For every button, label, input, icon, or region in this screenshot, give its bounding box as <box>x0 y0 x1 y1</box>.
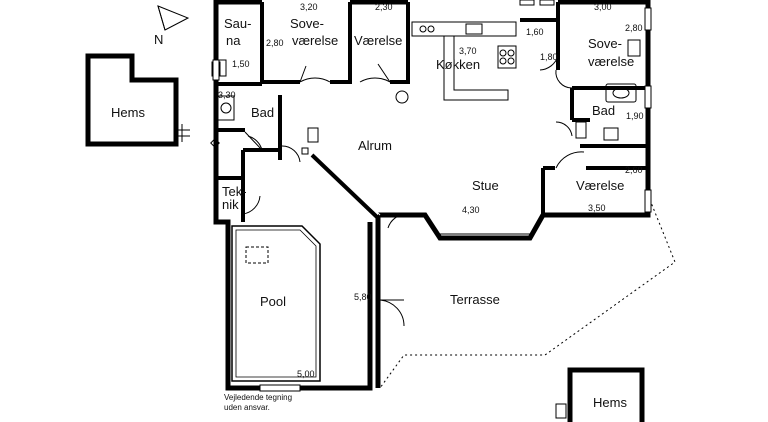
dim-bad-left-w: 3,30 <box>218 90 236 100</box>
room-vaerelse-right-label: Værelse <box>576 178 624 193</box>
dim-pool-w: 5,00 <box>297 369 315 379</box>
room-sauna-label-1: Sau- <box>224 16 251 31</box>
terrace-outline <box>379 194 676 389</box>
north-arrow-icon <box>157 5 190 31</box>
bathroom-fixtures <box>217 39 641 143</box>
stair-icon <box>210 61 309 155</box>
kitchen-counter <box>411 21 517 101</box>
dim-vaerelse-top-w: 2,30 <box>375 2 393 12</box>
room-koekken-label: Køkken <box>436 57 480 72</box>
room-sove-right-label-2: værelse <box>588 54 634 69</box>
room-bad-left-label: Bad <box>251 105 274 120</box>
exterior-walls <box>213 0 651 391</box>
room-vaerelse-top-label: Værelse <box>354 33 402 48</box>
dim-koekken-w: 3,70 <box>459 46 477 56</box>
door-swings <box>242 50 585 327</box>
dim-sove-right-h: 2,80 <box>625 23 643 33</box>
dim-sove-left-h: 2,80 <box>266 38 284 48</box>
room-sove-left-label-1: Sove- <box>290 16 324 31</box>
glass-wall-diagonal <box>310 151 381 220</box>
dim-sauna-h: 1,50 <box>232 59 250 69</box>
room-alrum-label: Alrum <box>358 138 392 153</box>
room-hems-right-label: Hems <box>593 395 627 410</box>
room-teknik-label-1: Tek- <box>222 184 247 199</box>
dim-bad-right-h: 1,90 <box>626 111 644 121</box>
room-sove-left-label-2: værelse <box>292 33 338 48</box>
room-pool-label: Pool <box>260 294 286 309</box>
room-stue-label: Stue <box>472 178 499 193</box>
dim-vaerelse-right-h: 2,60 <box>625 165 643 175</box>
windows <box>212 0 652 392</box>
room-bad-right-label: Bad <box>592 103 615 118</box>
pool-basin <box>231 225 321 382</box>
north-label: N <box>154 32 163 47</box>
terrace-glazing <box>371 222 530 386</box>
dim-sove-right-w: 3,00 <box>594 2 612 12</box>
room-teknik-label-2: nik <box>222 197 239 212</box>
dim-stue-w: 4,30 <box>462 205 480 215</box>
disclaimer-line-2: uden ansvar. <box>224 403 270 412</box>
room-terrasse-label: Terrasse <box>450 292 500 307</box>
room-hems-left-label: Hems <box>111 105 145 120</box>
dim-vaerelse-right-w: 3,50 <box>588 203 606 213</box>
room-sove-right-label-1: Sove- <box>588 36 622 51</box>
dim-hall-w: 1,60 <box>526 27 544 37</box>
hems-right-outline <box>555 367 645 422</box>
dim-terrasse-h: 5,80 <box>354 292 372 302</box>
interior-walls <box>216 2 648 222</box>
room-sauna-label-2: na <box>226 33 241 48</box>
dim-hall-h: 1,80 <box>540 52 558 62</box>
disclaimer-line-1: Vejledende tegning <box>224 393 292 402</box>
dim-sove-left-w: 3,20 <box>300 2 318 12</box>
hems-left-outline <box>85 53 190 147</box>
